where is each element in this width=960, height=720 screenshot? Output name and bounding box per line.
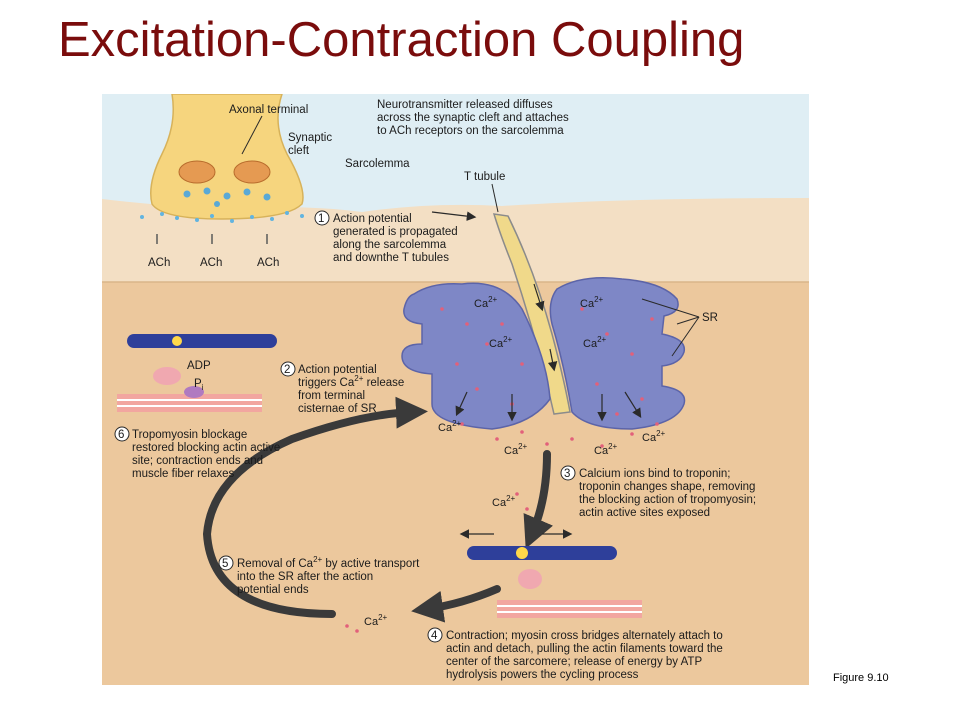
- svg-text:into the SR after the action: into the SR after the action: [237, 571, 373, 583]
- svg-text:actin and detach, pulling the: actin and detach, pulling the actin fila…: [446, 643, 723, 655]
- svg-text:along the sarcolemma: along the sarcolemma: [333, 239, 447, 251]
- acetylcholine-dots: [140, 211, 304, 223]
- ca-label: Ca2+: [642, 429, 666, 444]
- axonal-terminal-label: Axonal terminal: [229, 104, 308, 116]
- svg-text:4: 4: [431, 630, 438, 642]
- svg-text:Removal of Ca2+ by active tran: Removal of Ca2+ by active transport: [237, 555, 420, 570]
- svg-text:triggers Ca2+ release: triggers Ca2+ release: [298, 374, 404, 389]
- calcium-ions: [345, 307, 659, 633]
- svg-text:site; contraction ends and: site; contraction ends and: [132, 455, 263, 467]
- step-3: 3 Calcium ions bind to troponin; troponi…: [560, 465, 756, 519]
- svg-text:3: 3: [564, 468, 570, 480]
- sarcolemma-label: Sarcolemma: [345, 158, 410, 170]
- step-1: 1 Action potential generated is propagat…: [314, 210, 458, 264]
- svg-text:6: 6: [118, 429, 124, 441]
- ca-label: Ca2+: [364, 613, 388, 628]
- synaptic-cleft-label: cleft: [288, 145, 310, 157]
- ca-label: Ca2+: [583, 335, 607, 350]
- calcium-labels: Ca2+ Ca2+ Ca2+ Ca2+ Ca2+ Ca2+ Ca2+ Ca2+ …: [364, 295, 666, 628]
- svg-text:Calcium ions bind to troponin;: Calcium ions bind to troponin;: [579, 468, 731, 480]
- sr-release-arrows: [455, 391, 642, 422]
- svg-text:muscle fiber relaxes: muscle fiber relaxes: [132, 468, 235, 480]
- adp-label: ADP: [187, 360, 211, 372]
- svg-text:Action potential: Action potential: [298, 364, 377, 376]
- excitation-contraction-diagram: Axonal terminal Synaptic cleft Sarcolemm…: [102, 94, 809, 685]
- figure-caption: Figure 9.10: [833, 672, 889, 684]
- ca-label: Ca2+: [474, 295, 498, 310]
- svg-text:from terminal: from terminal: [298, 390, 365, 402]
- sarcolemma-layer: [102, 198, 809, 282]
- mitochondrion: [178, 160, 216, 184]
- svg-text:and downthe T tubules: and downthe T tubules: [333, 252, 449, 264]
- svg-text:Action potential: Action potential: [333, 213, 412, 225]
- svg-text:5: 5: [222, 558, 228, 570]
- step-2: 2 Action potential triggers Ca2+ release…: [280, 361, 404, 415]
- t-tubule-label: T tubule: [464, 171, 505, 183]
- svg-text:the blocking action of tropomy: the blocking action of tropomyosin;: [579, 494, 756, 506]
- neurotransmitter-note: to ACh receptors on the sarcolemma: [377, 125, 564, 137]
- svg-text:2: 2: [284, 364, 290, 376]
- mitochondrion: [233, 160, 271, 184]
- axonal-terminal: [150, 94, 304, 220]
- neurotransmitter-note: Neurotransmitter released diffuses: [377, 99, 553, 111]
- svg-text:center of the sarcomere; relea: center of the sarcomere; release of ener…: [446, 656, 702, 668]
- ca-label: Ca2+: [504, 442, 528, 457]
- synaptic-cleft-label: Synaptic: [288, 132, 332, 144]
- ach-receptors: [156, 234, 268, 244]
- synaptic-vesicles: [183, 187, 271, 207]
- actin-filament-relaxed: [117, 334, 277, 412]
- svg-text:troponin changes shape, removi: troponin changes shape, removing: [579, 481, 755, 493]
- sarcoplasmic-reticulum-right: [549, 277, 686, 430]
- ca-label: Ca2+: [489, 335, 513, 350]
- svg-text:restored blocking actin active: restored blocking actin active: [132, 442, 280, 454]
- ca-label: Ca2+: [580, 295, 604, 310]
- neurotransmitter-note: across the synaptic cleft and attaches: [377, 112, 569, 124]
- svg-text:Tropomyosin blockage: Tropomyosin blockage: [132, 429, 247, 441]
- step-6: 6 Tropomyosin blockage restored blocking…: [114, 426, 280, 480]
- svg-text:generated is propagated: generated is propagated: [333, 226, 458, 238]
- sarcoplasmic-reticulum-left: [401, 282, 551, 430]
- ach-label: ACh: [257, 257, 279, 269]
- step-4: 4 Contraction; myosin cross bridges alte…: [427, 627, 723, 681]
- ca-label: Ca2+: [438, 419, 462, 434]
- svg-text:cisternae of SR: cisternae of SR: [298, 403, 377, 415]
- step-5: 5 Removal of Ca2+ by active transport in…: [218, 555, 420, 596]
- svg-text:1: 1: [318, 213, 324, 225]
- ca-label: Ca2+: [492, 494, 516, 509]
- ach-label: ACh: [200, 257, 222, 269]
- actin-filament-contracting: [459, 529, 642, 618]
- svg-text:actin active sites exposed: actin active sites exposed: [579, 507, 710, 519]
- svg-text:hydrolysis powers the cycling: hydrolysis powers the cycling process: [446, 669, 639, 681]
- ca-label: Ca2+: [594, 442, 618, 457]
- cycle-arrows: [202, 396, 554, 623]
- propagation-arrows: [431, 211, 558, 372]
- ach-label: ACh: [148, 257, 170, 269]
- svg-text:Contraction; myosin cross brid: Contraction; myosin cross bridges altern…: [446, 630, 723, 642]
- slide-title: Excitation-Contraction Coupling: [58, 13, 745, 67]
- pi-label: Pi: [194, 378, 204, 392]
- svg-text:potential ends: potential ends: [237, 584, 309, 596]
- sr-label: SR: [702, 312, 718, 324]
